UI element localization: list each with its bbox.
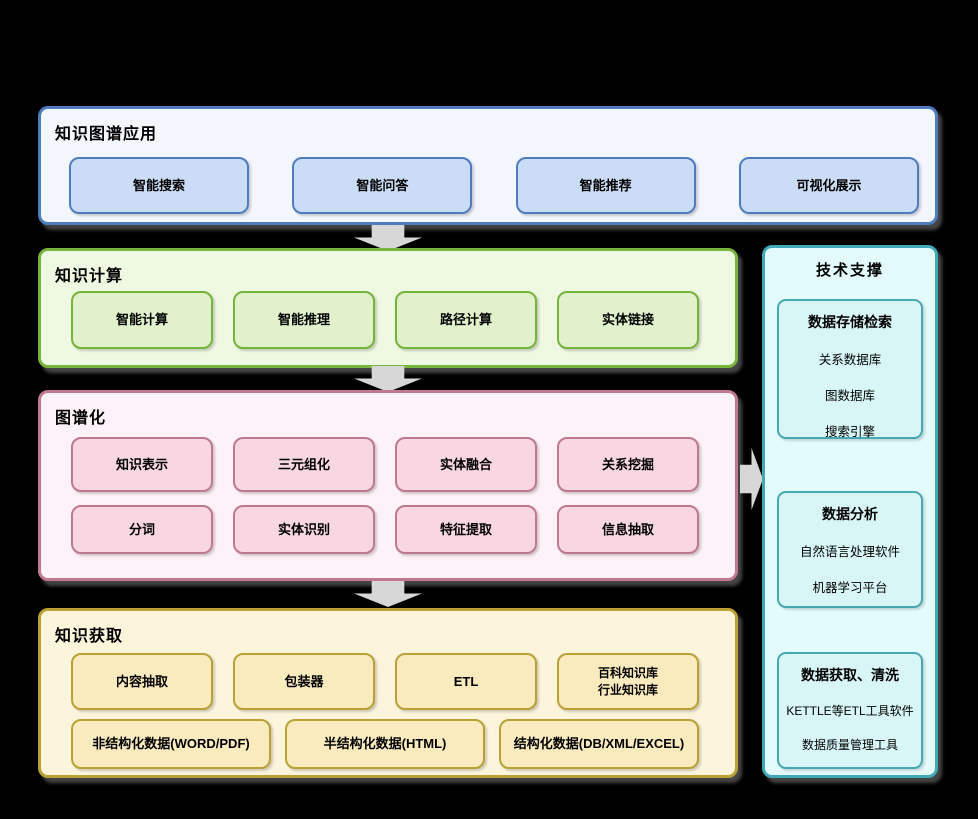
node-triple-formation: 三元组化 [233,437,375,492]
app-layer-title: 知识图谱应用 [55,126,158,143]
node-knowledge-representation: 知识表示 [71,437,213,492]
node-semistructured-data: 半结构化数据(HTML) [285,719,485,769]
node-entity-fusion: 实体融合 [395,437,537,492]
node-visualization: 可视化展示 [738,157,919,214]
node-relation-mining: 关系挖掘 [557,437,699,492]
computing-node-row: 智能计算 智能推理 路径计算 实体链接 [71,291,699,349]
support-panel: 技术支撑 数据存储检索 关系数据库 图数据库 搜索引擎 数据分析 自然语言处理软… [762,245,938,778]
group-data-cleaning-title: 数据获取、清洗 [801,667,899,683]
graphing-node-row-1: 知识表示 三元组化 实体融合 关系挖掘 [71,437,699,492]
computing-layer-title: 知识计算 [55,268,124,285]
group-data-storage-title: 数据存储检索 [808,314,892,330]
app-node-row: 智能搜索 智能问答 智能推荐 可视化展示 [69,157,919,214]
graphing-layer-title: 图谱化 [55,410,107,427]
node-information-extraction: 信息抽取 [557,505,699,554]
node-wrapper: 包装器 [233,653,375,710]
arrow-right-icon [740,448,763,510]
node-knowledge-bases: 百科知识库 行业知识库 [557,653,699,710]
item-search-engine: 搜索引擎 [824,425,875,439]
node-feature-extraction: 特征提取 [395,505,537,554]
node-structured-data: 结构化数据(DB/XML/EXCEL) [499,719,699,769]
node-smart-qa: 智能问答 [292,157,473,214]
app-layer-box: 知识图谱应用 智能搜索 智能问答 智能推荐 可视化展示 [38,106,938,225]
item-relational-db: 关系数据库 [818,353,882,367]
item-kettle-etl-tools: KETTLE等ETL工具软件 [786,704,914,718]
node-entity-linking: 实体链接 [557,291,699,349]
item-nlp-software: 自然语言处理软件 [799,545,900,559]
node-smart-recommend: 智能推荐 [515,157,696,214]
node-smart-compute: 智能计算 [71,291,213,349]
graphing-node-row-2: 分词 实体识别 特征提取 信息抽取 [71,505,699,554]
acquisition-node-row-2: 非结构化数据(WORD/PDF) 半结构化数据(HTML) 结构化数据(DB/X… [71,719,699,769]
item-data-quality-tools: 数据质量管理工具 [801,738,898,752]
node-entity-recognition: 实体识别 [233,505,375,554]
item-graph-db: 图数据库 [824,389,875,403]
arrow-down-icon [354,366,422,392]
node-smart-reasoning: 智能推理 [233,291,375,349]
acquisition-layer-box: 知识获取 内容抽取 包装器 ETL 百科知识库 行业知识库 非结构化数据(WOR… [38,608,738,778]
group-data-cleaning: 数据获取、清洗 KETTLE等ETL工具软件 数据质量管理工具 [777,652,923,769]
item-ml-platform: 机器学习平台 [812,581,888,595]
node-unstructured-data: 非结构化数据(WORD/PDF) [71,719,271,769]
graphing-layer-box: 图谱化 知识表示 三元组化 实体融合 关系挖掘 分词 实体识别 特征提取 信息抽… [38,390,738,581]
acquisition-layer-title: 知识获取 [55,628,124,645]
node-etl: ETL [395,653,537,710]
acquisition-node-row-1: 内容抽取 包装器 ETL 百科知识库 行业知识库 [71,653,699,710]
group-data-storage: 数据存储检索 关系数据库 图数据库 搜索引擎 [777,299,923,439]
group-data-analysis-title: 数据分析 [822,506,878,522]
support-panel-title: 技术支撑 [815,262,884,279]
node-path-compute: 路径计算 [395,291,537,349]
group-data-analysis: 数据分析 自然语言处理软件 机器学习平台 [777,491,923,608]
node-word-segmentation: 分词 [71,505,213,554]
node-content-extraction: 内容抽取 [71,653,213,710]
computing-layer-box: 知识计算 智能计算 智能推理 路径计算 实体链接 [38,248,738,368]
arrow-down-icon [354,581,422,607]
node-smart-search: 智能搜索 [69,157,249,214]
